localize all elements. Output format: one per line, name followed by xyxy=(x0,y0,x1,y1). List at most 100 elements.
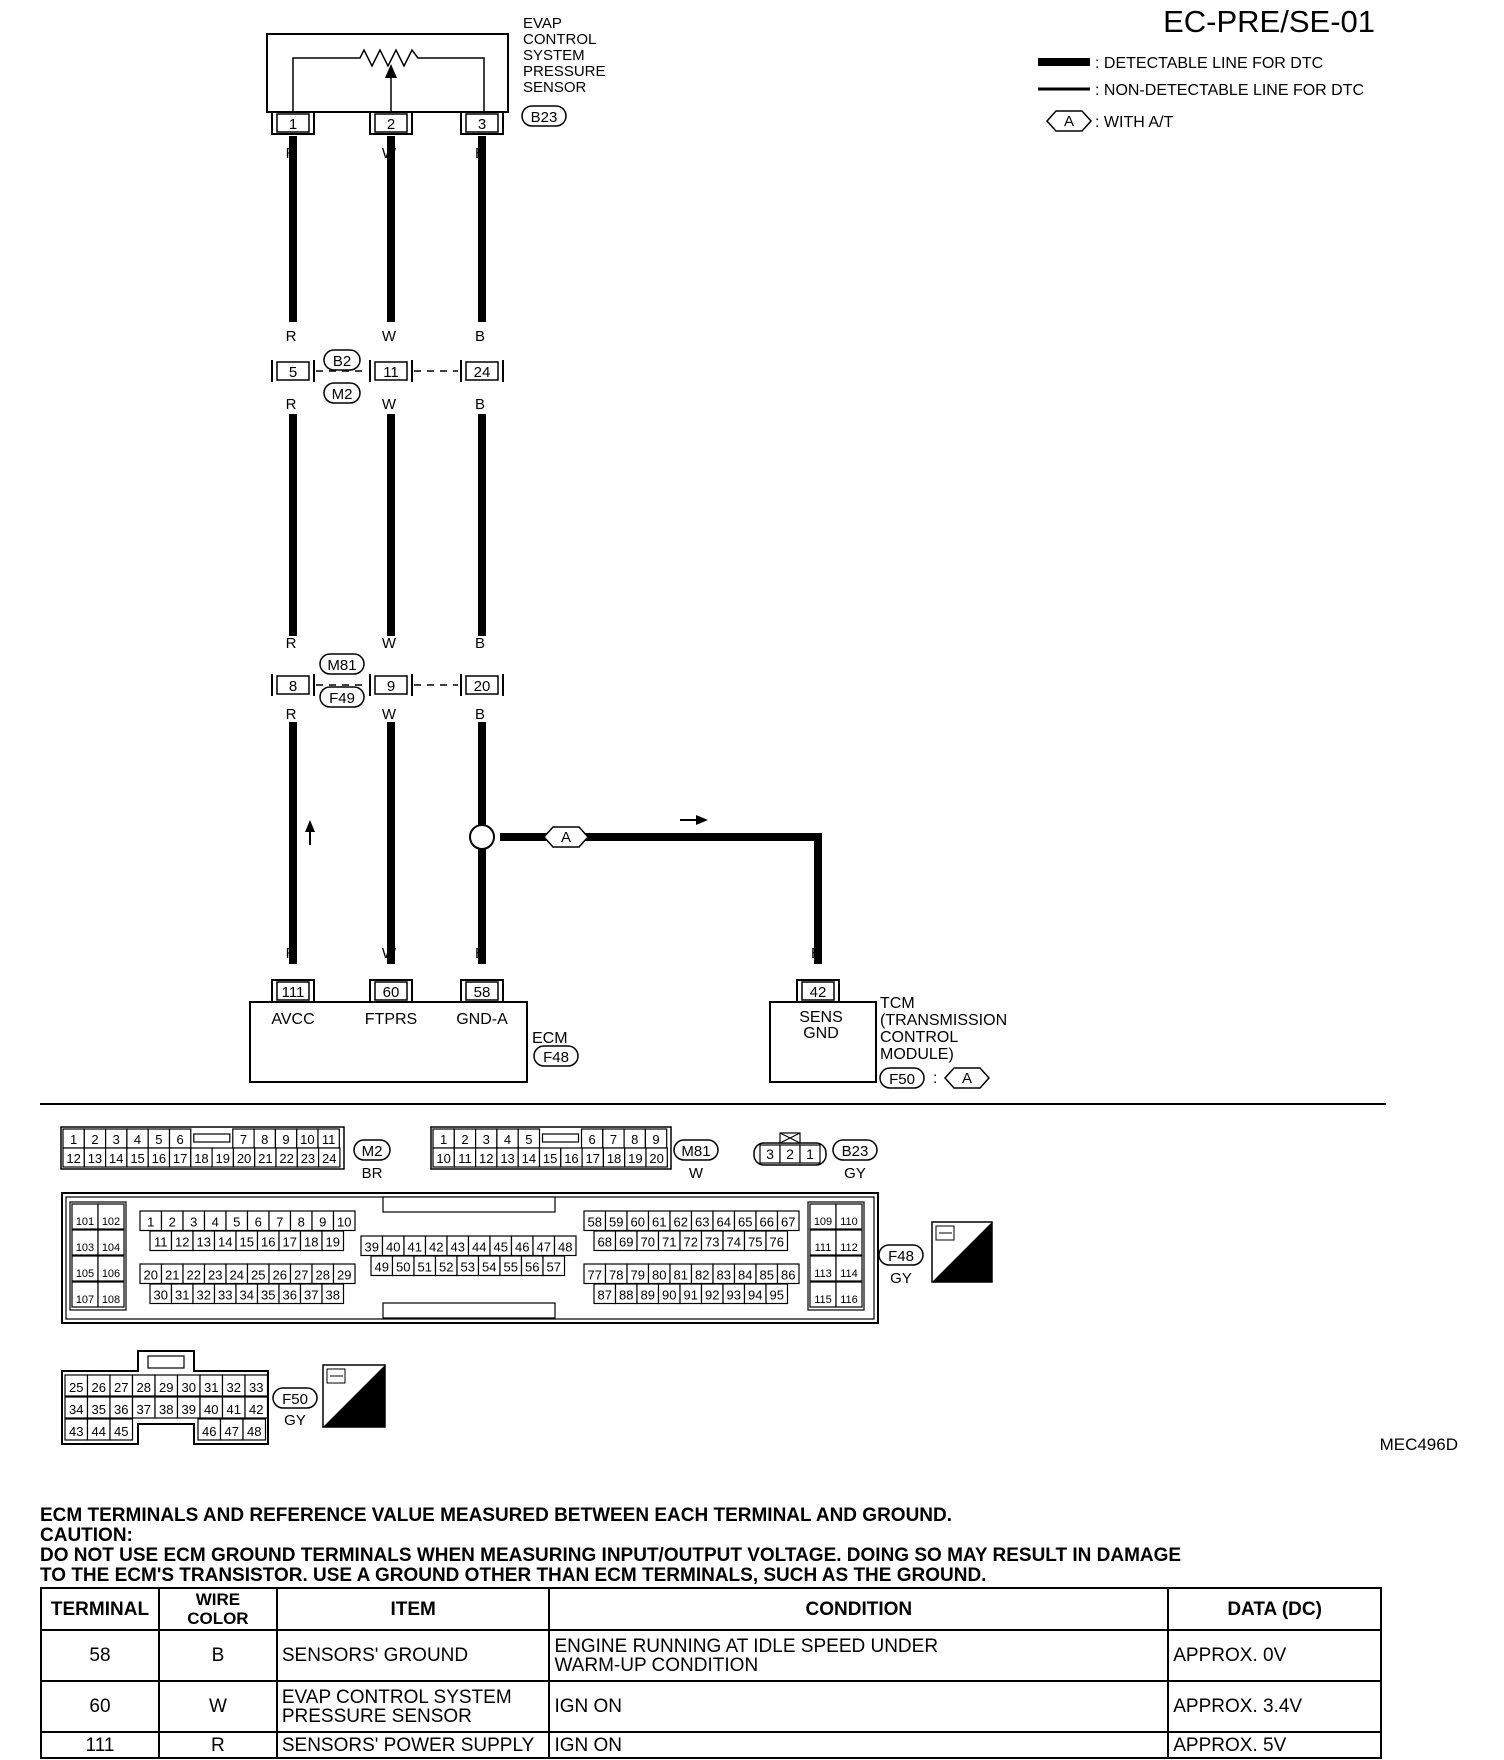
f48-pin: 74 xyxy=(727,1235,741,1250)
f48-name: F48 xyxy=(888,1248,914,1265)
f50-pin-cell xyxy=(109,1418,134,1441)
f48-pin: 55 xyxy=(504,1260,518,1275)
f48-pin: 62 xyxy=(674,1215,688,1230)
f48-pin: 106 xyxy=(102,1268,120,1280)
f48-pin: 79 xyxy=(631,1268,645,1283)
wire-color-label: W xyxy=(382,396,397,413)
m81-housing xyxy=(430,1126,672,1170)
m81-pin: 20 xyxy=(649,1151,663,1166)
ecm-terminal-name: FTPRS xyxy=(365,1011,417,1028)
table-header-row: TERMINAL WIRE COLOR ITEM CONDITION DATA … xyxy=(40,1587,1382,1631)
f48-pin: 110 xyxy=(840,1216,858,1228)
f48-pin: 50 xyxy=(396,1260,410,1275)
joint1-pin: 11 xyxy=(383,364,399,381)
m2-pin: 6 xyxy=(177,1132,184,1147)
joint1-connector-bottom-oval xyxy=(323,382,361,404)
f48-pin: 39 xyxy=(365,1240,379,1255)
f48-pin: 63 xyxy=(695,1215,709,1230)
f48-hs-badge-fill xyxy=(932,1222,992,1282)
f48-pin: 47 xyxy=(537,1240,551,1255)
f48-pin: 89 xyxy=(641,1288,655,1303)
m81-pin: 17 xyxy=(586,1151,600,1166)
m81-pin: 12 xyxy=(479,1151,493,1166)
cell-terminal: 60 xyxy=(40,1680,160,1733)
f48-pin: 21 xyxy=(165,1268,179,1283)
sensor-pin: 1 xyxy=(289,116,297,133)
joint2-connector-bottom: F49 xyxy=(329,690,355,707)
joint1-bracket xyxy=(271,360,315,382)
f48-pin: 32 xyxy=(197,1288,211,1303)
wire-color-label: B xyxy=(475,635,485,652)
wiper-arrow xyxy=(385,64,397,78)
f48-pin-cell xyxy=(835,1229,863,1256)
ecm-terminal-name: GND-A xyxy=(456,1011,508,1028)
sensor-pin-box xyxy=(276,113,310,133)
f48-pin: 45 xyxy=(494,1240,508,1255)
b23-pin-cell xyxy=(799,1144,821,1164)
sensor-pin-bracket xyxy=(271,112,315,135)
f48-pin: 59 xyxy=(609,1215,623,1230)
f48-pin: 71 xyxy=(662,1235,676,1250)
f48-pin-cell xyxy=(71,1229,99,1256)
f48-pin: 12 xyxy=(175,1235,189,1250)
f48-pin: 116 xyxy=(840,1294,858,1306)
f48-pin: 68 xyxy=(598,1235,612,1250)
m81-pin-cell xyxy=(645,1147,668,1168)
f48-pin: 27 xyxy=(294,1268,308,1283)
f48-pin-cell xyxy=(321,1283,345,1305)
f48-pin: 90 xyxy=(662,1288,676,1303)
m81-color: W xyxy=(689,1165,704,1182)
f50-pin: 44 xyxy=(92,1424,106,1439)
f48-pin: 112 xyxy=(840,1242,858,1254)
f48-pin-cell xyxy=(321,1230,345,1252)
header-code: EC-PRE/SE-01 xyxy=(1163,4,1375,39)
f48-pin: 8 xyxy=(298,1215,305,1230)
f48-pin-cell xyxy=(71,1203,99,1230)
m2-pin: 4 xyxy=(134,1132,141,1147)
tcm-label-line: MODULE) xyxy=(880,1046,954,1063)
f48-pin: 67 xyxy=(781,1215,795,1230)
f48-pin: 18 xyxy=(304,1235,318,1250)
f48-pin-cell xyxy=(97,1203,125,1230)
f50-pin-cell xyxy=(242,1418,267,1441)
tcm-pin: 42 xyxy=(810,984,827,1001)
f48-pin: 115 xyxy=(814,1294,832,1306)
f48-pin: 5 xyxy=(233,1215,240,1230)
m2-pin: 10 xyxy=(300,1132,314,1147)
f48-pin-cell xyxy=(809,1255,837,1282)
cell-item: SENSORS' GROUND xyxy=(275,1629,551,1682)
joint2-bracket xyxy=(369,674,413,696)
f48-pin: 114 xyxy=(840,1268,858,1280)
sensor-label-line: SENSOR xyxy=(523,79,587,96)
f48-pin-cell xyxy=(835,1203,863,1230)
cell-condition-line: ENGINE RUNNING AT IDLE SPEED UNDER xyxy=(554,1635,939,1657)
f48-pin: 57 xyxy=(547,1260,561,1275)
f48-pin: 43 xyxy=(451,1240,465,1255)
table-row: 58 B SENSORS' GROUND ENGINE RUNNING AT I… xyxy=(40,1629,1382,1682)
f48-pin: 105 xyxy=(76,1268,94,1280)
f48-pin: 104 xyxy=(102,1242,120,1254)
f48-pin: 30 xyxy=(154,1288,168,1303)
f48-pin: 29 xyxy=(337,1268,351,1283)
notes-line1: ECM TERMINALS AND REFERENCE VALUE MEASUR… xyxy=(40,1505,953,1526)
f48-pin: 78 xyxy=(609,1268,623,1283)
m2-pin: 14 xyxy=(109,1151,123,1166)
joint1-pin-box xyxy=(465,361,499,381)
wire-color-label: W xyxy=(382,328,397,345)
wire-color-label: R xyxy=(286,396,297,413)
ecm-pin-bracket xyxy=(460,979,504,1002)
tcm-connector: F50 xyxy=(889,1071,915,1088)
tcm-box xyxy=(769,1001,877,1083)
cell-wire-color: W xyxy=(157,1680,278,1733)
m81-pin: 4 xyxy=(504,1132,511,1147)
cell-item: SENSORS' POWER SUPPLY xyxy=(275,1731,551,1759)
f48-pin: 24 xyxy=(230,1268,244,1283)
f48-pin-cell xyxy=(71,1281,99,1308)
f48-pin: 46 xyxy=(515,1240,529,1255)
f48-left-block xyxy=(69,1201,127,1311)
f48-pin: 15 xyxy=(240,1235,254,1250)
m2-pin: 16 xyxy=(152,1151,166,1166)
cell-item-line: SENSORS' POWER SUPPLY xyxy=(281,1734,535,1756)
m81-pin: 18 xyxy=(607,1151,621,1166)
